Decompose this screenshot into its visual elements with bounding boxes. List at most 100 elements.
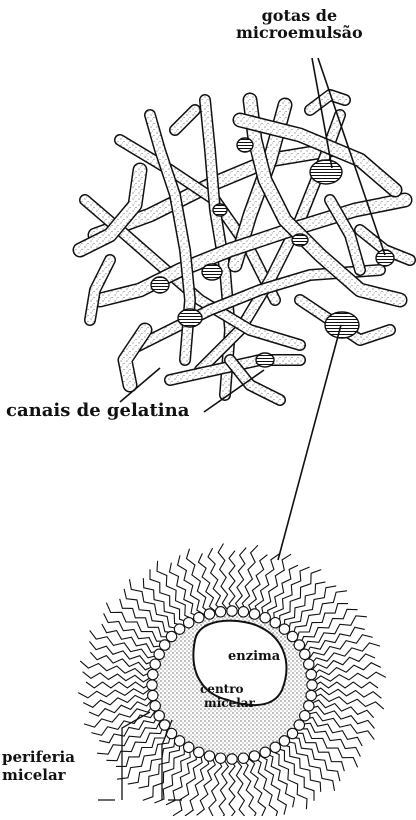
surfactant-head: [249, 609, 259, 619]
label-periferia: periferia: [2, 750, 75, 766]
surfactant-tail: [197, 756, 216, 815]
surfactant-tail: [80, 661, 153, 676]
surfactant-head: [306, 669, 316, 679]
surfactant-head: [300, 711, 310, 721]
label-canais-de-gelatina: canais de gelatina: [6, 402, 189, 421]
surfactant-head: [294, 720, 304, 730]
surfactant-head: [270, 618, 280, 628]
surfactant-head: [160, 640, 170, 650]
surfactant-head: [148, 690, 158, 700]
surfactant-head: [215, 753, 225, 763]
surfactant-tail: [83, 672, 153, 682]
surfactant-head: [260, 613, 270, 623]
surfactant-tail: [229, 759, 235, 816]
surfactant-tail: [198, 553, 217, 612]
surfactant-tail: [312, 663, 381, 677]
surfactant-tail: [269, 750, 307, 809]
surfactant-tail: [166, 750, 196, 805]
surfactant-head: [304, 701, 314, 711]
gelatin-channel: [90, 260, 110, 320]
surfactant-tail: [208, 548, 223, 612]
surfactant-head: [184, 618, 194, 628]
surfactant-head: [304, 659, 314, 669]
surfactant-tail: [102, 624, 161, 653]
surfactant-tail: [106, 724, 164, 761]
surfactant-head: [215, 607, 225, 617]
surfactant-head: [184, 742, 194, 752]
surfactant-tail: [236, 548, 247, 612]
microemulsion-droplet: [376, 250, 394, 266]
gelatin-channel: [175, 110, 195, 130]
surfactant-head: [204, 609, 214, 619]
surfactant-tail: [311, 654, 375, 672]
surfactant-tail: [303, 718, 362, 747]
gelatin-channel: [125, 330, 145, 385]
surfactant-head: [307, 680, 317, 690]
gelatin-channel: [310, 95, 345, 110]
surfactant-tail: [303, 616, 367, 651]
surfactant-tail: [300, 609, 358, 646]
microemulsion-droplet: [178, 309, 202, 327]
surfactant-tail: [312, 682, 378, 688]
surfactant-head: [306, 690, 316, 700]
surfactant-tail: [262, 554, 291, 617]
surfactant-tail: [89, 699, 153, 717]
surfactant-head: [260, 747, 270, 757]
surfactant-tail: [249, 555, 268, 614]
surfactant-tail: [229, 551, 235, 612]
surfactant-tail: [78, 688, 152, 698]
surfactant-tail: [173, 752, 202, 815]
label-gotas-line2: microemulsão: [236, 25, 363, 42]
surfactant-tail: [268, 565, 298, 620]
surfactant-head: [300, 649, 310, 659]
surfactant-tail: [275, 748, 314, 801]
surfactant-head: [174, 736, 184, 746]
surfactant-tail: [157, 561, 195, 620]
surfactant-head: [150, 701, 160, 711]
microemulsion-droplet: [310, 160, 342, 184]
microemulsion-droplet: [213, 204, 227, 216]
surfactant-head: [270, 742, 280, 752]
surfactant-head: [287, 728, 297, 738]
surfactant-tail: [218, 758, 229, 816]
surfactant-tail: [312, 672, 386, 682]
microemulsion-droplet: [256, 353, 274, 367]
surfactant-head: [249, 751, 259, 761]
microemulsion-droplet: [325, 312, 359, 338]
label-enzima: enzima: [228, 650, 280, 664]
surfactant-tail: [312, 688, 382, 698]
surfactant-head: [287, 631, 297, 641]
surfactant-head: [148, 669, 158, 679]
surfactant-tail: [90, 630, 159, 657]
surfactant-tail: [83, 693, 152, 707]
surfactant-head: [227, 606, 237, 616]
surfactant-head: [279, 736, 289, 746]
surfactant-tail: [235, 759, 246, 816]
label-micelar-periphery: micelar: [2, 768, 66, 784]
surfactant-head: [279, 624, 289, 634]
surfactant-head: [227, 754, 237, 764]
surfactant-head: [154, 649, 164, 659]
surfactant-head: [238, 753, 248, 763]
surfactant-head: [294, 640, 304, 650]
label-centro: centro: [200, 683, 244, 696]
microemulsion-droplet: [237, 138, 253, 152]
surfactant-tail: [242, 545, 258, 612]
reverse-micelle: [78, 544, 386, 817]
microemulsion-droplet: [151, 277, 169, 293]
surfactant-head: [194, 747, 204, 757]
microemulsion-droplet: [202, 264, 222, 280]
surfactant-head: [147, 680, 157, 690]
surfactant-tail: [86, 682, 152, 688]
surfactant-head: [204, 751, 214, 761]
surfactant-head: [238, 607, 248, 617]
surfactant-tail: [150, 569, 189, 622]
surfactant-tail: [218, 544, 229, 612]
label-micelar-center: micelar: [204, 697, 255, 710]
surfactant-head: [150, 659, 160, 669]
surfactant-head: [154, 711, 164, 721]
surfactant-head: [174, 624, 184, 634]
surfactant-head: [166, 631, 176, 641]
surfactant-head: [194, 613, 204, 623]
